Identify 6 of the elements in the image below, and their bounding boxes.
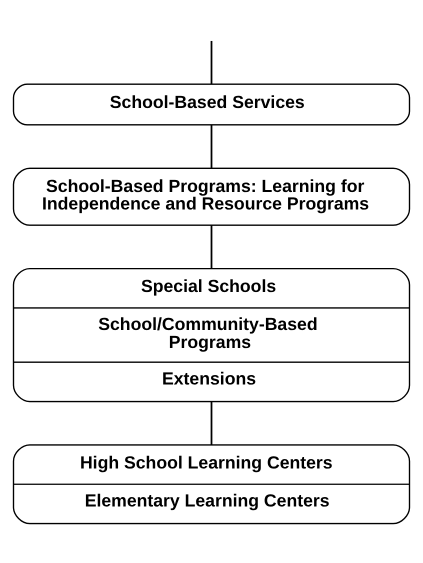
node-box: School-Based Services (12, 84, 410, 126)
node-box: School-Based Programs: Learning for Independence and Resource Programs (12, 168, 410, 226)
connector (210, 402, 212, 445)
connector (210, 226, 212, 268)
connector (210, 125, 212, 168)
connector (210, 40, 212, 84)
